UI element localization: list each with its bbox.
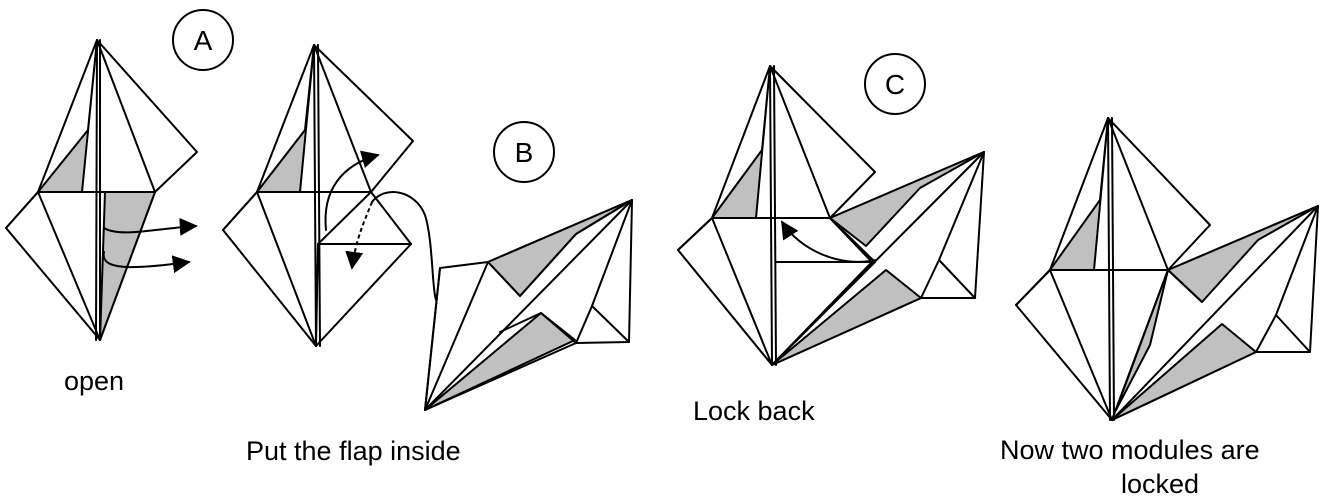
step-b-right-module — [424, 199, 633, 411]
step-a-module — [5, 39, 198, 341]
final-caption-line2: locked — [1121, 469, 1200, 499]
locked-left-module — [1015, 117, 1211, 421]
step-c-module — [677, 65, 876, 366]
step-a-caption: open — [64, 366, 125, 396]
step-c-inserted-module — [771, 151, 985, 366]
final-caption-line1: Now two modules are — [1000, 435, 1260, 465]
step-b-caption: Put the flap inside — [246, 436, 461, 466]
locked-right-module — [1111, 205, 1319, 421]
step-b-badge: B — [493, 121, 555, 183]
step-c-caption: Lock back — [693, 396, 815, 426]
step-a-badge-letter: A — [194, 25, 213, 56]
step-b-badge-letter: B — [515, 137, 534, 168]
step-c-lock-arrow — [781, 220, 877, 263]
step-c-badge: C — [864, 53, 926, 115]
step-b-arrows — [324, 150, 437, 301]
step-a-open-arrows — [102, 217, 198, 274]
step-a-badge: A — [172, 9, 234, 71]
step-b-left-module — [222, 44, 414, 347]
step-c-badge-letter: C — [885, 69, 905, 100]
